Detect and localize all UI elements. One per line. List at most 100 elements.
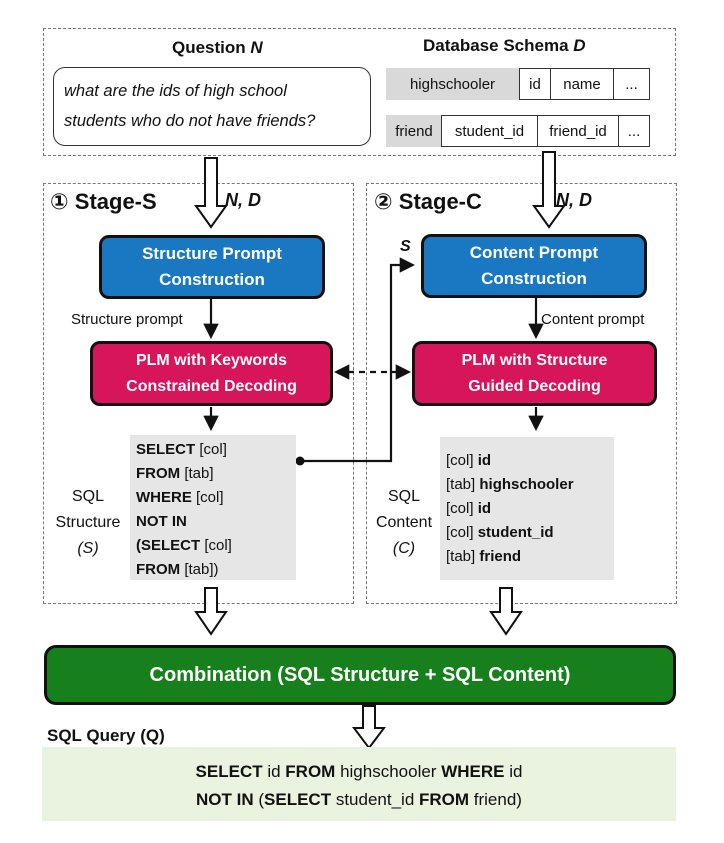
- schema-symbol: D: [573, 36, 586, 55]
- sql-placeholder: [tab]): [180, 561, 219, 578]
- structure-prompt-line1: Structure Prompt: [142, 244, 282, 263]
- table-friend-col: ...: [618, 115, 650, 147]
- content-prompt-label: Content prompt: [541, 311, 645, 328]
- table-friend-col: friend_id: [537, 115, 619, 147]
- structure-prompt-label: Structure prompt: [71, 311, 183, 328]
- question-box: what are the ids of high school students…: [53, 67, 371, 146]
- stage-s-input-label: N, D: [225, 190, 261, 210]
- plm-structure-line2: Guided Decoding: [468, 377, 601, 395]
- sql-content-label-line3: (C): [392, 540, 416, 557]
- combination-box: Combination (SQL Structure + SQL Content…: [44, 645, 676, 705]
- content-tag: [col]: [446, 500, 478, 517]
- sql-structure-label-line1: SQL: [71, 488, 104, 505]
- connector-dot: [295, 456, 305, 466]
- question-text-line2: students who do not have friends?: [64, 112, 316, 130]
- content-tag: [col]: [446, 452, 478, 469]
- question-label: Question: [172, 38, 246, 57]
- sql-query-token: highschooler: [335, 762, 442, 781]
- question-symbol: N: [250, 38, 263, 57]
- stage-c-marker: ②: [374, 189, 393, 214]
- sql-query-token: NOT IN: [196, 790, 254, 809]
- content-value: id: [477, 452, 492, 469]
- hollow-arrow-stage-c-to-combination: [489, 587, 523, 636]
- stage-c-title: ② Stage-C: [374, 189, 482, 215]
- sql-keyword: FROM: [136, 465, 181, 482]
- sql-structure-line: FROM [tab]: [136, 462, 290, 486]
- sql-content-box: [col] id [tab] highschooler [col] id [co…: [440, 437, 614, 580]
- sql-content-label: SQL Content (C): [369, 484, 439, 562]
- sql-structure-line: FROM [tab]): [136, 558, 290, 582]
- sql-keyword: SELECT: [136, 441, 196, 458]
- hollow-arrow-combination-to-query: [352, 705, 386, 750]
- hollow-arrow-stage-s-to-combination: [194, 587, 228, 636]
- content-value: id: [477, 500, 492, 517]
- question-heading: Question N: [172, 38, 263, 58]
- content-tag: [col]: [446, 524, 478, 541]
- table-highschooler-col: ...: [613, 68, 650, 100]
- sql-keyword: WHERE: [136, 489, 192, 506]
- sql-structure-box: SELECT [col] FROM [tab] WHERE [col] NOT …: [130, 435, 296, 580]
- plm-keywords-line1: PLM with Keywords: [135, 351, 288, 369]
- content-tag: [tab]: [446, 548, 480, 565]
- question-text-line1: what are the ids of high school: [64, 82, 287, 100]
- stage-c-s-label: S: [400, 238, 411, 255]
- sql-content-label-line1: SQL: [387, 488, 420, 505]
- sql-query-token: SELECT: [264, 790, 332, 809]
- sql-placeholder: [col]: [195, 441, 227, 458]
- sql-placeholder: [col]: [191, 489, 224, 506]
- structure-prompt-line2: Construction: [159, 270, 265, 289]
- plm-keywords-box: PLM with Keywords Constrained Decoding: [90, 341, 333, 406]
- arrow-structure-to-content-prompt: [302, 257, 416, 463]
- content-value: highschooler: [479, 476, 574, 493]
- sql-content-line: [tab] highschooler: [446, 473, 608, 497]
- sql-query-token: WHERE: [441, 762, 505, 781]
- sql-placeholder: [tab]: [180, 465, 214, 482]
- stage-s-marker: ①: [50, 189, 69, 214]
- sql-query-token: SELECT: [195, 762, 263, 781]
- stage-s-title-text: Stage-S: [74, 189, 157, 214]
- sql-content-line: [col] student_id: [446, 521, 608, 545]
- content-prompt-construction-box: Content Prompt Construction: [421, 234, 647, 298]
- sql-structure-label: SQL Structure (S): [48, 484, 128, 562]
- structure-prompt-construction-box: Structure Prompt Construction: [99, 235, 325, 299]
- schema-label: Database Schema: [423, 36, 569, 55]
- content-prompt-line1: Content Prompt: [469, 243, 599, 262]
- sql-query-token: friend): [469, 790, 522, 809]
- sql-content-label-line2: Content: [375, 514, 433, 531]
- sql-structure-line: SELECT [col]: [136, 438, 290, 462]
- stage-c-region: [366, 183, 677, 604]
- sql-keyword: FROM: [136, 561, 181, 578]
- content-prompt-line2: Construction: [481, 269, 587, 288]
- sql-query-box: SELECT id FROM highschooler WHERE id NOT…: [42, 747, 676, 821]
- table-highschooler-col: id: [519, 68, 551, 100]
- sql-content-line: [col] id: [446, 449, 608, 473]
- content-tag: [tab]: [446, 476, 480, 493]
- sql-query-line1: SELECT id FROM highschooler WHERE id: [42, 758, 676, 786]
- content-value: friend: [479, 548, 522, 565]
- sql-placeholder: [col]: [200, 537, 232, 554]
- sql-structure-label-line2: Structure: [55, 514, 121, 531]
- plm-keywords-line2: Constrained Decoding: [126, 377, 297, 395]
- sql-content-line: [col] id: [446, 497, 608, 521]
- sql-structure-line: WHERE [col]: [136, 486, 290, 510]
- input-region: [43, 28, 676, 156]
- table-highschooler-col: name: [550, 68, 614, 100]
- schema-heading: Database Schema D: [423, 36, 586, 56]
- plm-structure-line1: PLM with Structure: [461, 351, 608, 369]
- sql-query-label: SQL Query (Q): [47, 726, 165, 745]
- sql-content-line: [tab] friend: [446, 545, 608, 569]
- sql-query-token: id: [262, 762, 286, 781]
- sql-query-token: id: [504, 762, 523, 781]
- content-value: student_id: [477, 524, 554, 541]
- stage-s-region: [43, 183, 354, 604]
- sql-structure-line: NOT IN: [136, 510, 290, 534]
- sql-structure-line: (SELECT [col]: [136, 534, 290, 558]
- stage-s-title: ① Stage-S: [50, 189, 157, 215]
- sql-query-token: student_id: [331, 790, 419, 809]
- sql-keyword: NOT IN: [136, 513, 187, 530]
- sql-query-line2: NOT IN (SELECT student_id FROM friend): [42, 786, 676, 814]
- table-highschooler-name: highschooler: [386, 68, 519, 100]
- sql-keyword: (SELECT: [136, 537, 201, 554]
- sql-query-token: FROM: [419, 790, 470, 809]
